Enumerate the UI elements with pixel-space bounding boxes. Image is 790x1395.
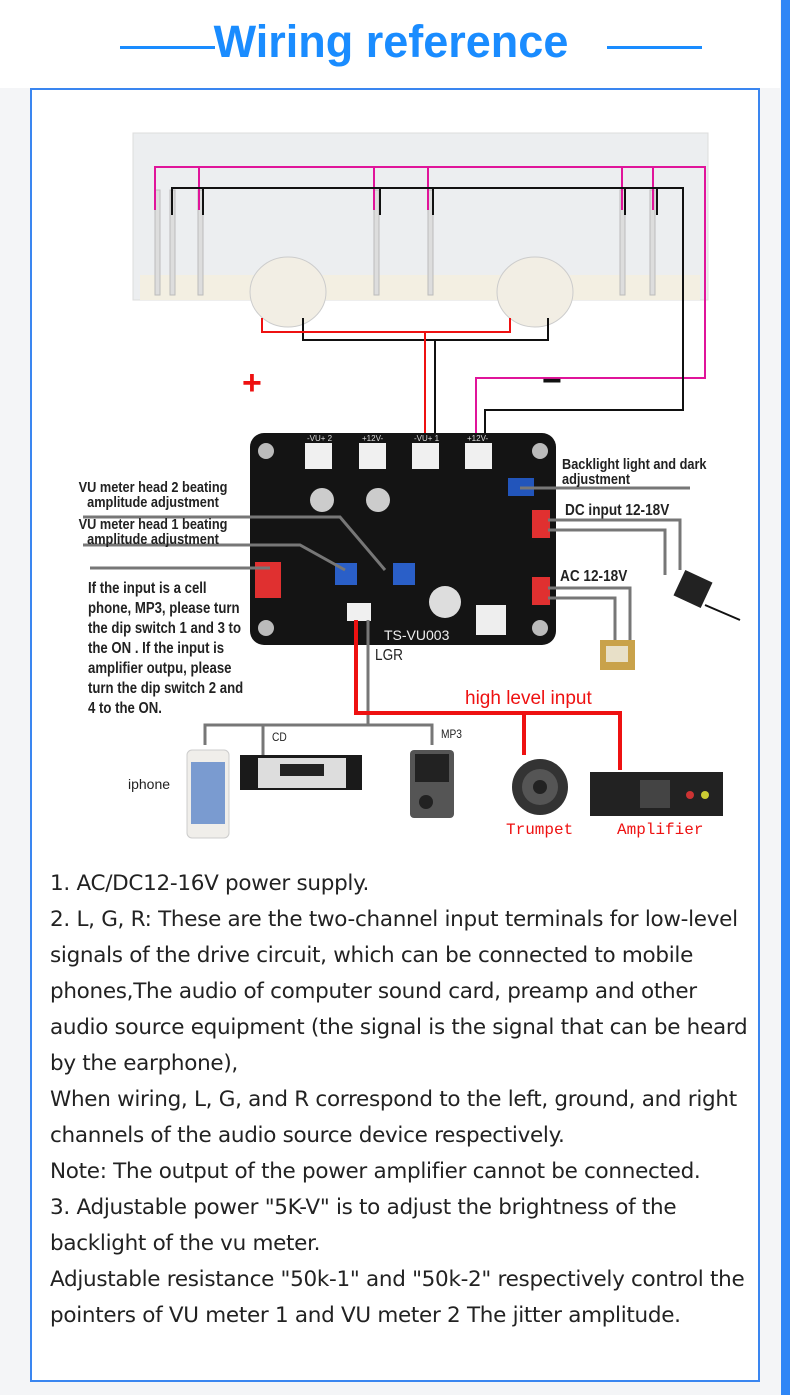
- dc-adapter-icon: [673, 569, 741, 621]
- page-title: Wiring reference: [213, 16, 569, 67]
- amplifier-label: Amplifier: [617, 821, 704, 839]
- notes-section: 1. AC/DC12-16V power supply. 2. L, G, R:…: [50, 866, 760, 1334]
- note-line: 2. L, G, R: These are the two-channel in…: [50, 907, 748, 1076]
- title-rule-left: [120, 46, 215, 49]
- content-frame: [30, 88, 760, 1382]
- plus-sign: +: [242, 364, 262, 402]
- iphone-label: iphone: [128, 776, 171, 792]
- minus-sign: −: [542, 362, 562, 400]
- wiring-diagram: + − TS-VU003 -VU+ 2 +12V- -VU+ 1 +12V-: [83, 132, 741, 839]
- note-line: 1. AC/DC12-16V power supply.: [50, 871, 369, 896]
- connector-label: +12V-: [362, 434, 383, 443]
- ac-input-label: AC 12-18V: [560, 568, 628, 585]
- high-level-wire: [354, 620, 622, 770]
- trumpet-label: Trumpet: [506, 821, 574, 839]
- leader-lines: [83, 486, 690, 755]
- connector-label: -VU+ 2: [307, 434, 333, 443]
- title-rule-right: [607, 46, 702, 49]
- header: Wiring reference: [0, 0, 780, 88]
- cd-label: CD: [272, 730, 287, 744]
- mp3-player-icon: [410, 750, 454, 818]
- lgr-label: LGR: [375, 647, 403, 664]
- transformer-icon: [600, 640, 635, 670]
- note-line: 3. Adjustable power "5K-V" is to adjust …: [50, 1195, 677, 1256]
- note-line: Note: The output of the power amplifier …: [50, 1159, 701, 1184]
- vu-meter-pair: [132, 132, 709, 328]
- speaker-icon: [512, 759, 568, 815]
- connector-label: -VU+ 1: [414, 434, 440, 443]
- note-line: When wiring, L, G, and R correspond to t…: [50, 1087, 737, 1148]
- dc-input-label: DC input 12-18V: [565, 502, 670, 519]
- vu1-label: VU meter head 1 beating amplitude adjust…: [78, 516, 228, 548]
- cd-player-icon: [240, 755, 362, 790]
- dip-switch-note: If the input is a cell phone, MP3, pleas…: [88, 580, 244, 717]
- mp3-label: MP3: [441, 727, 462, 741]
- amplifier-icon: [590, 772, 723, 816]
- high-level-input-label: high level input: [465, 688, 592, 709]
- vu2-label: VU meter head 2 beating amplitude adjust…: [78, 479, 228, 511]
- board-label: TS-VU003: [384, 627, 450, 643]
- connector-label: +12V-: [467, 434, 488, 443]
- iphone-icon: [186, 749, 230, 839]
- driver-board: TS-VU003 -VU+ 2 +12V- -VU+ 1 +12V-: [250, 433, 556, 645]
- backlight-label: Backlight light and dark adjustment: [562, 456, 707, 488]
- note-line: Adjustable resistance "50k-1" and "50k-2…: [50, 1267, 745, 1328]
- right-edge-strip: [781, 0, 790, 1395]
